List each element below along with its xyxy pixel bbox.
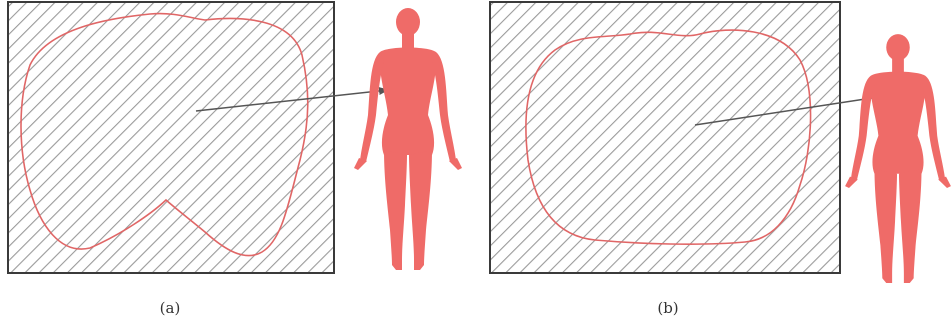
panel-b: (b)	[490, 2, 951, 317]
human-body-icon	[845, 34, 951, 283]
hatched-region-a	[8, 2, 334, 273]
panel-a: (a)	[8, 2, 462, 317]
panel-caption: (b)	[657, 299, 678, 317]
hatched-region-b	[490, 2, 840, 273]
panel-caption: (a)	[160, 299, 181, 317]
human-body-icon	[354, 8, 462, 270]
